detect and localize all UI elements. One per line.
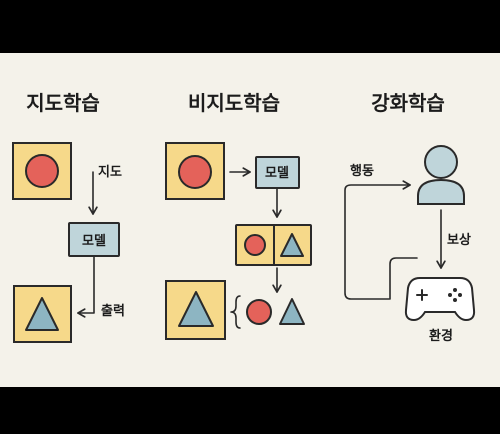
unsupervised-brace — [230, 295, 241, 329]
unsupervised-input-box — [165, 142, 225, 200]
reinforcement-action-arrow — [344, 180, 411, 300]
unsupervised-cluster-circle — [244, 234, 266, 256]
supervised-title: 지도학습 — [26, 91, 100, 115]
diagram-panel — [0, 53, 500, 387]
person-icon — [417, 145, 465, 205]
unsupervised-cluster-triangle — [280, 233, 304, 257]
supervised-output-arrow — [77, 256, 95, 318]
reinforcement-environment-label: 환경 — [429, 328, 453, 344]
unsupervised-model-label: 모델 — [265, 166, 289, 181]
unsupervised-output-triangle — [178, 291, 214, 327]
supervised-output-triangle — [25, 297, 59, 331]
gamepad-icon — [404, 277, 476, 322]
unsupervised-result-triangle — [279, 298, 305, 325]
unsupervised-model-box — [255, 156, 300, 189]
supervised-section: 지도학습 지도 모델 출력 — [12, 91, 125, 343]
unsupervised-input-circle — [178, 155, 212, 189]
supervised-input-circle — [25, 154, 59, 188]
unsupervised-section: 비지도학습 모델 — [165, 91, 312, 340]
supervised-input-box — [12, 142, 72, 200]
supervised-model-box — [68, 222, 120, 257]
reinforcement-action-label: 행동 — [350, 163, 374, 179]
supervised-model-label: 모델 — [82, 234, 106, 249]
supervised-output-label: 출력 — [101, 303, 125, 319]
reinforcement-reward-label: 보상 — [447, 233, 471, 248]
unsupervised-result-circle — [246, 299, 272, 325]
unsupervised-title: 비지도학습 — [188, 91, 280, 115]
supervised-guidance-label: 지도 — [98, 165, 122, 180]
reinforcement-feedback-line — [389, 257, 418, 300]
reinforcement-title: 강화학습 — [371, 91, 445, 115]
reinforcement-section: 강화학습 행동 보상 환경 — [344, 91, 476, 344]
